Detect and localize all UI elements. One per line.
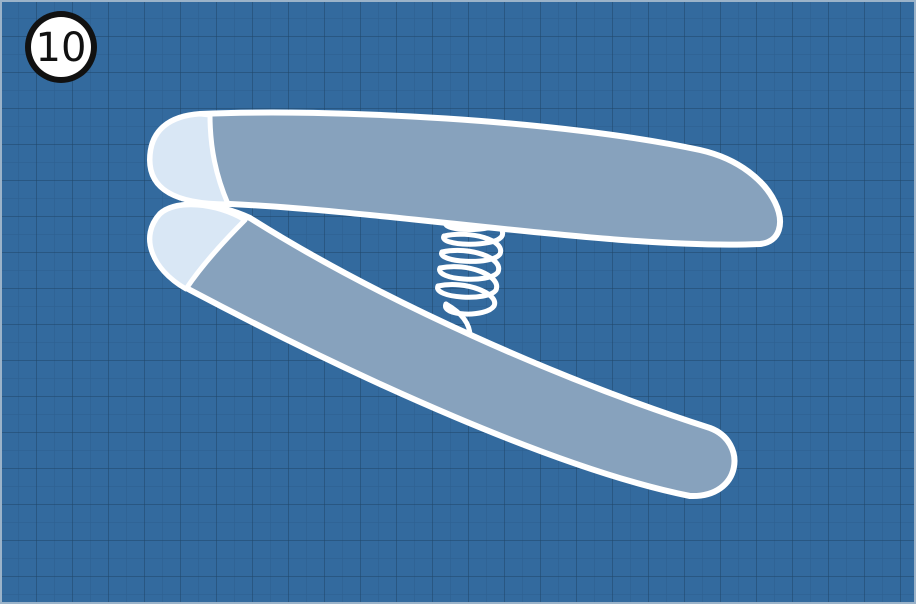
step-number: 10 bbox=[36, 25, 87, 71]
step-badge: 10 bbox=[25, 11, 97, 83]
